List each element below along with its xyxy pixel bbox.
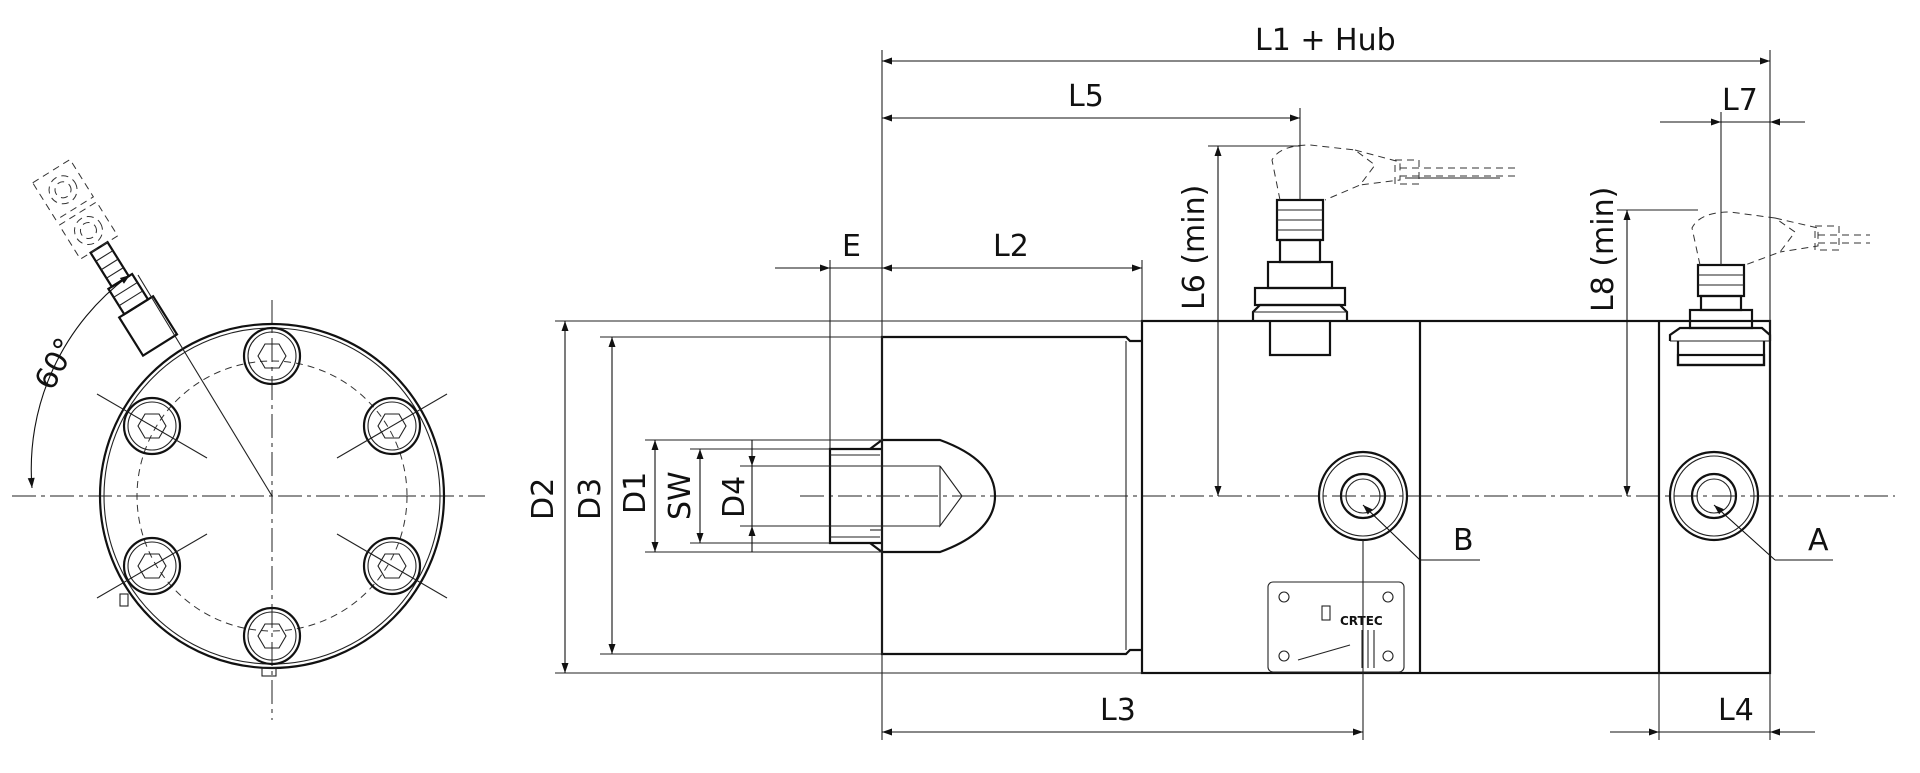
bolt-lower-left (122, 536, 182, 596)
dim-d1-label: D1 (618, 472, 653, 514)
cylinder-body (1140, 319, 1772, 675)
dim-e-label: E (842, 229, 861, 264)
dim-l4-label: L4 (1718, 693, 1754, 728)
threaded-hole (828, 438, 997, 554)
port-a-label: A (1808, 523, 1829, 558)
end-view-left-tab (119, 593, 129, 607)
dimensions: L1 + Hub L5 L7 L2 E L6 (min) L8 (min) L3… (526, 23, 1829, 740)
dim-d4-label: D4 (717, 476, 752, 518)
angle-reference-line (137, 274, 273, 497)
bolt-top (242, 326, 302, 386)
dim-l7-label: L7 (1722, 83, 1758, 118)
dim-d2-label: D2 (526, 478, 561, 520)
dim-sw-label: SW (663, 471, 698, 520)
port-a-fitting (1668, 211, 1870, 367)
dim-l6-label: L6 (min) (1177, 185, 1212, 310)
angle-label: 60° (28, 332, 84, 395)
nameplate: CRTEC (1267, 581, 1405, 673)
angle-arc (27, 274, 131, 489)
dim-l2-label: L2 (993, 229, 1029, 264)
bolt-pitch-circle (136, 360, 408, 632)
dim-l5-label: L5 (1068, 79, 1104, 114)
dim-l8-label: L8 (min) (1586, 187, 1621, 312)
nameplate-logo: CRTEC (1340, 614, 1383, 628)
end-view-bottom-tab (261, 667, 277, 677)
port-b-fitting (1251, 144, 1520, 357)
main-view: CRTEC (800, 144, 1895, 675)
bolt-bottom (242, 606, 302, 666)
bolt-lower-right (362, 536, 422, 596)
port-b-label: B (1453, 523, 1474, 558)
dim-l3-label: L3 (1100, 693, 1136, 728)
dim-l1-label: L1 + Hub (1255, 23, 1396, 58)
end-view: 60° (12, 158, 485, 720)
dim-d3-label: D3 (573, 478, 608, 520)
port-a (1668, 450, 1833, 561)
end-view-fitting (32, 158, 179, 358)
bolt-upper-right (362, 396, 422, 456)
